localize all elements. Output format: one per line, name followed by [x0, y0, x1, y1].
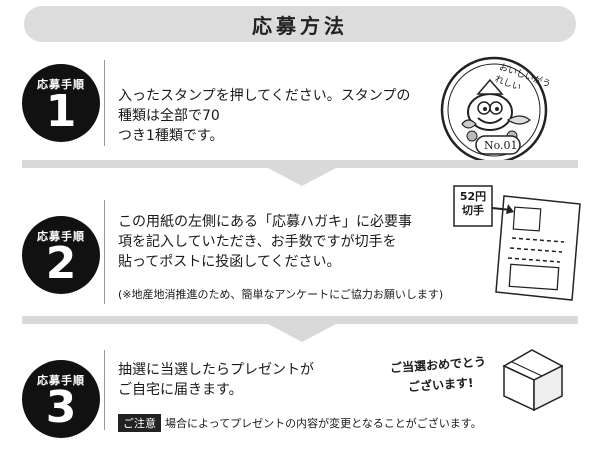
stamp-code: No.01: [484, 139, 518, 152]
step-3-text: 抽選に当選したらプレゼントが ご自宅に届きます。: [118, 360, 314, 400]
step-2-badge-label: 応募手順: [37, 230, 85, 243]
page-title: 応募方法: [252, 13, 348, 38]
step-2-badge: 応募手順 2: [22, 216, 100, 294]
section-title-bar: 応募方法: [24, 6, 576, 42]
caution-tag: ご注意: [118, 414, 161, 432]
step-2-text: この用紙の左側にある「応募ハガキ」に必要事 項を記入していただき、お手数ですが切…: [118, 212, 412, 272]
step-3-line-1: 抽選に当選したらプレゼントが: [118, 362, 314, 378]
stamp-illustration: おいしいがうれしい No.01: [438, 54, 552, 166]
step-3-badge: 応募手順 3: [22, 360, 100, 438]
step-3-badge-label: 応募手順: [37, 374, 85, 387]
step-1-line-3: つき1種類です。: [118, 128, 224, 144]
step-2-line-3: 貼ってポストに投函してください。: [118, 254, 341, 270]
step-1-badge-label: 応募手順: [37, 78, 85, 91]
step-arrow-2: [268, 324, 336, 342]
step-1-badge: 応募手順 1: [22, 64, 100, 142]
step-2-note: (※地産地消推進のため、簡単なアンケートにご協力お願いします): [118, 288, 444, 301]
step-2-divider: [104, 200, 105, 304]
step-1-line-2: 種類は全部で70: [118, 108, 220, 124]
step-2-number: 2: [45, 238, 77, 289]
step-1-text: 入ったスタンプを押してください。スタンプの 種類は全部で70 つき1種類です。: [118, 86, 410, 146]
step-2-line-1: この用紙の左側にある「応募ハガキ」に必要事: [118, 214, 412, 230]
step-2-line-2: 項を記入していただき、お手数ですが切手を: [118, 234, 397, 250]
stamp-label: 52円 切手: [458, 190, 488, 218]
stamp-label-text: 切手: [462, 204, 484, 217]
step-1-number: 1: [45, 86, 77, 137]
postcard-illustration: 52円 切手: [452, 182, 588, 302]
step-1-divider: [104, 60, 105, 146]
stamp-icon: [440, 56, 548, 164]
stamp-label-price: 52円: [459, 190, 487, 203]
step-separator-2: [22, 316, 578, 324]
gift-box-illustration: ご当選おめでとう ございます!: [380, 346, 570, 416]
caution-row: ご注意場合によってプレゼントの内容が変更となることがございます。: [118, 414, 482, 432]
step-3-number: 3: [45, 382, 77, 433]
step-3-line-2: ご自宅に届きます。: [118, 382, 243, 398]
gift-box-icon: [502, 349, 564, 412]
step-arrow-1: [268, 168, 336, 186]
postcard-icon: [453, 185, 581, 301]
step-separator-1: [22, 160, 578, 168]
step-3-divider: [104, 350, 105, 430]
caution-text: 場合によってプレゼントの内容が変更となることがございます。: [165, 417, 482, 430]
gift-congrats-line-2: ございます!: [407, 375, 474, 395]
step-1-line-1: 入ったスタンプを押してください。スタンプの: [118, 88, 411, 104]
